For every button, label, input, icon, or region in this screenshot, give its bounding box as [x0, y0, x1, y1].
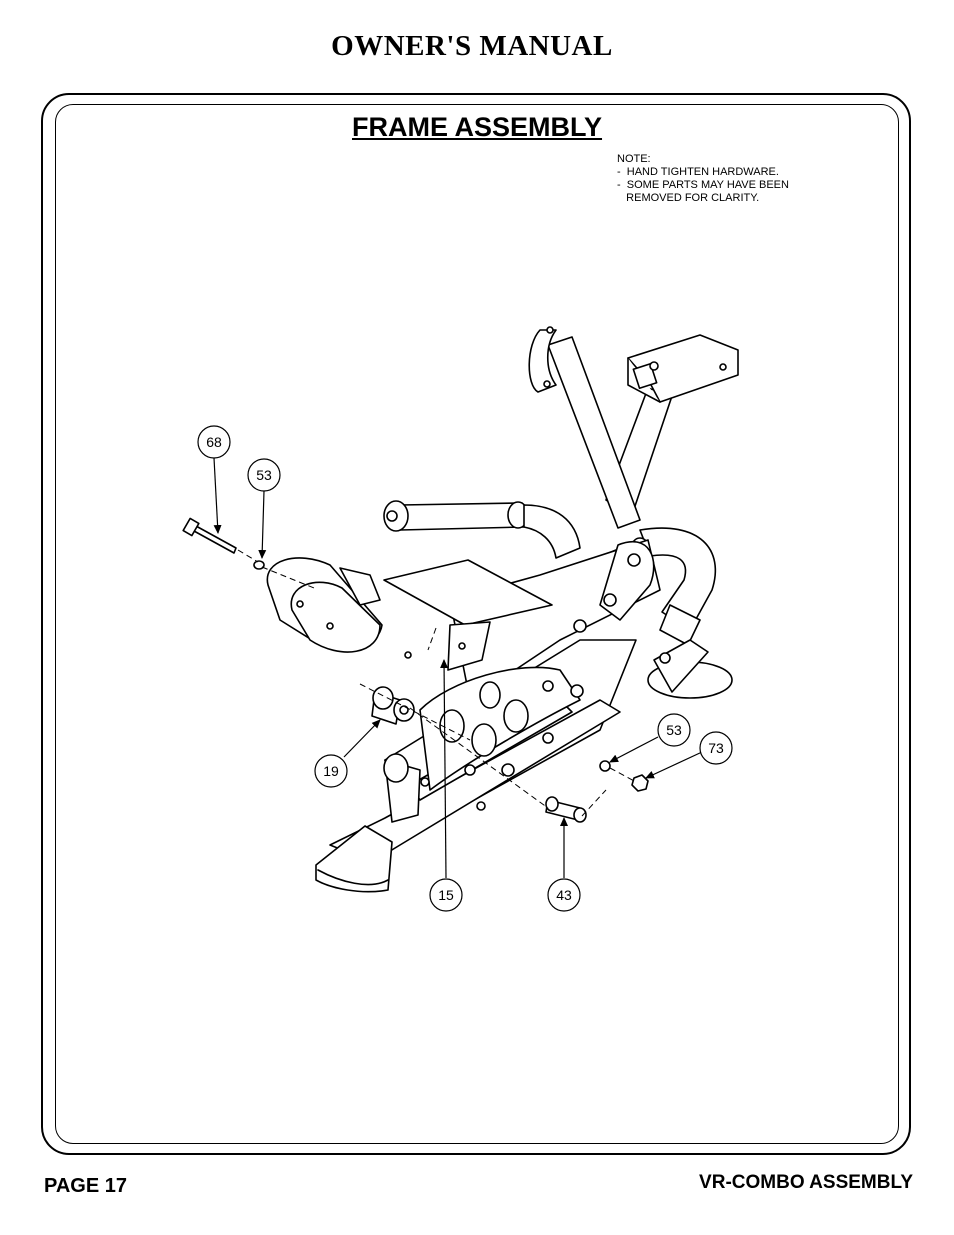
page-header-title: OWNER'S MANUAL	[331, 30, 613, 62]
assembly-dash-lines	[237, 549, 637, 817]
note-line: - SOME PARTS MAY HAVE BEEN	[617, 179, 789, 191]
page-number: PAGE 17	[44, 1175, 127, 1197]
callout-label-53: 53	[256, 467, 272, 483]
side-plate	[449, 539, 661, 701]
note-line: - HAND TIGHTEN HARDWARE.	[617, 166, 779, 178]
callout-leaders	[213, 457, 703, 879]
bushing-19	[371, 686, 415, 725]
callout-label-68: 68	[206, 434, 222, 450]
page-frame-outer	[41, 93, 911, 1155]
rear-foot	[647, 639, 733, 699]
note-line: REMOVED FOR CLARITY.	[617, 192, 760, 204]
section-title: FRAME ASSEMBLY	[352, 112, 603, 142]
assembly-note: NOTE: - HAND TIGHTEN HARDWARE. - SOME PA…	[617, 153, 789, 205]
document-name: VR-COMBO ASSEMBLY	[699, 1172, 913, 1193]
spacer-43	[545, 796, 587, 823]
callout-label-43: 43	[556, 887, 572, 903]
callout-label-73: 73	[708, 740, 724, 756]
callout-circle-73	[699, 731, 733, 765]
page-frame-inner	[55, 104, 899, 1144]
seat-plate	[383, 559, 553, 671]
frame-bolts	[404, 619, 671, 811]
lower-block	[383, 753, 421, 823]
callout-circle-53	[247, 458, 281, 492]
note-line: NOTE:	[617, 153, 651, 165]
rear-curved-tube	[639, 527, 717, 646]
callout-label-53: 53	[666, 722, 682, 738]
callout-circle-53	[657, 713, 691, 747]
nut-73	[631, 774, 649, 792]
front-foot-pad	[315, 825, 393, 893]
callout-circle-43	[547, 878, 581, 912]
pin-68	[182, 517, 237, 554]
washer-53	[253, 560, 611, 772]
seat-arm-tube	[528, 326, 641, 529]
callout-label-19: 19	[323, 763, 339, 779]
handle-bar	[383, 500, 581, 559]
cam-plate	[266, 557, 383, 653]
callout-label-15: 15	[438, 887, 454, 903]
callout-circle-19	[314, 754, 348, 788]
callout-circle-15	[429, 878, 463, 912]
callout-circle-68	[197, 425, 231, 459]
